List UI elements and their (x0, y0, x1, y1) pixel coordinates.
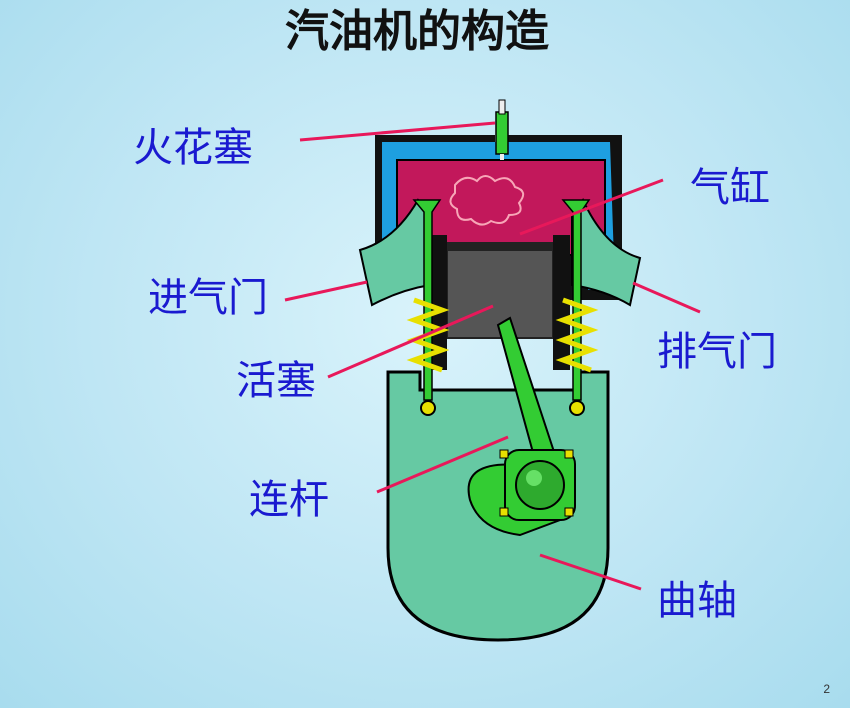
pointer-crankshaft (539, 553, 642, 591)
label-spark-plug: 火花塞 (133, 125, 253, 171)
intake-valve (412, 199, 442, 401)
flame-icon (449, 175, 525, 226)
exhaust-spring (555, 297, 599, 373)
pointer-cylinder (519, 178, 664, 236)
label-crankshaft: 曲轴 (657, 578, 737, 624)
page-title: 汽油机的构造 (285, 6, 549, 57)
label-piston: 活塞 (236, 358, 316, 404)
pointer-piston (327, 304, 494, 379)
pointer-exhaust-valve (632, 281, 701, 314)
exhaust-valve (561, 199, 591, 401)
label-intake-valve: 进气门 (148, 275, 268, 321)
pointer-connecting-rod (376, 435, 509, 494)
label-exhaust-valve: 排气门 (657, 329, 777, 375)
pointer-intake-valve (284, 280, 368, 302)
page-number: 2 (823, 682, 830, 696)
label-connecting-rod: 连杆 (249, 477, 329, 523)
label-cylinder: 气缸 (690, 165, 770, 211)
spark-plug (495, 99, 509, 160)
pointer-spark-plug (299, 121, 496, 142)
